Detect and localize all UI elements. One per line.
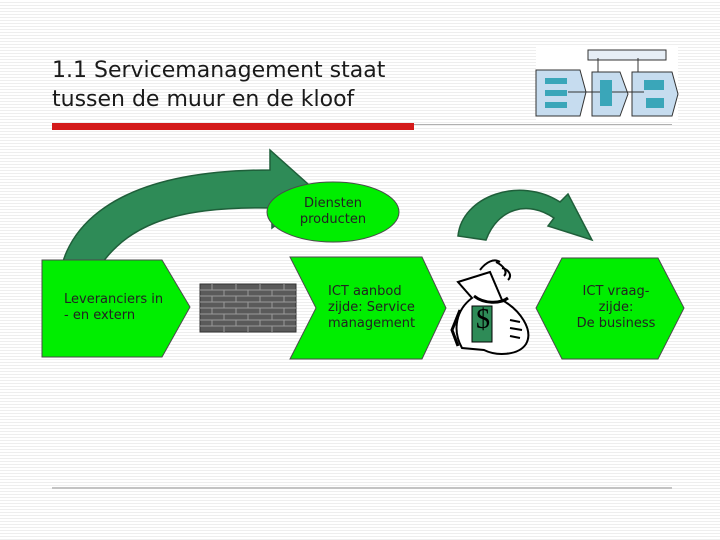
footer-divider (52, 487, 672, 489)
services-ellipse (266, 181, 400, 243)
money-bag-icon (450, 259, 530, 355)
title-accent-bar (52, 123, 414, 130)
services-label: Diensten producten (299, 196, 367, 227)
curved-arrow-large (57, 148, 320, 291)
demand-side-shape (535, 257, 685, 360)
slide-title: 1.1 Servicemanagement staat tussen de mu… (52, 58, 386, 112)
demand-side-label: ICT vraag- zijde: De business (576, 284, 656, 331)
suppliers-label: Leveranciers in - en extern (64, 292, 164, 323)
supply-side-shape (289, 256, 447, 360)
brick-wall-icon (199, 283, 297, 333)
supply-side-label: ICT aanbod zijde: Service management (328, 284, 416, 331)
suppliers-shape (41, 259, 191, 358)
dollar-sign: $ (476, 304, 490, 335)
curved-arrow-small (457, 189, 594, 242)
process-diagram-icon (535, 46, 679, 122)
